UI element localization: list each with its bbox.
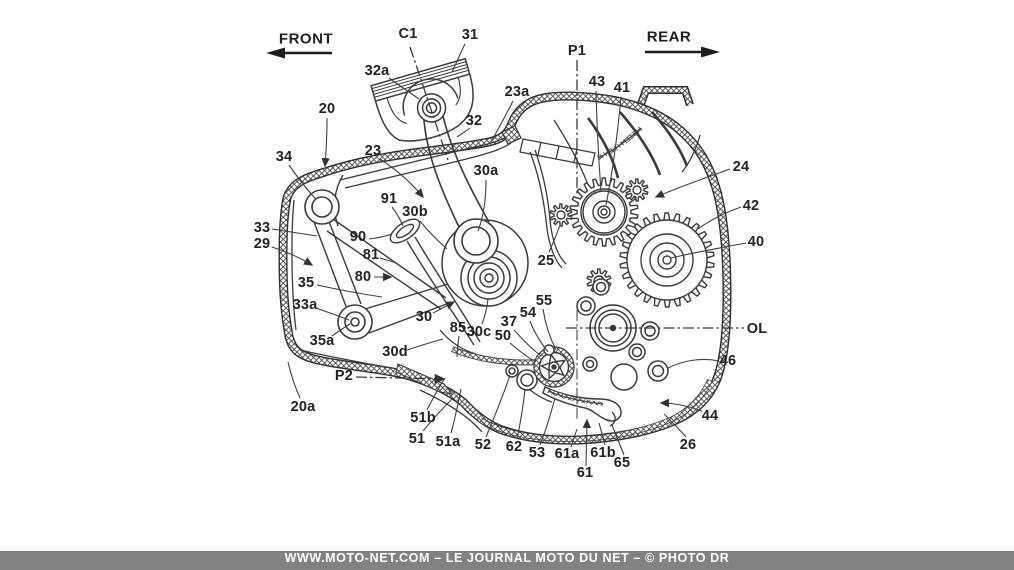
front-hanger-bracket — [313, 174, 453, 334]
gear-train — [549, 177, 715, 308]
cylinder-axis-C1 — [409, 46, 449, 161]
front-arrow — [266, 47, 332, 59]
axis-lines — [355, 46, 744, 420]
plane-P2 — [355, 373, 446, 384]
leader-lines — [271, 43, 747, 467]
oil-pump — [533, 344, 575, 388]
rear-arrow — [645, 46, 720, 58]
watermark-bar: WWW.MOTO-NET.COM – LE JOURNAL MOTO DU NE… — [0, 551, 1014, 570]
hanger-bosses — [304, 189, 373, 340]
piston — [370, 57, 474, 142]
connecting-rod — [423, 115, 499, 264]
shift-lever — [389, 218, 481, 346]
watermark-text: WWW.MOTO-NET.COM – LE JOURNAL MOTO DU NE… — [284, 551, 730, 565]
drain-hole — [610, 363, 638, 391]
crankcase-outline — [278, 86, 732, 445]
case-bosses — [505, 278, 669, 391]
segment-plate-85 — [450, 346, 541, 366]
engine-patent-diagram — [266, 43, 747, 467]
kick-arm — [529, 385, 622, 427]
